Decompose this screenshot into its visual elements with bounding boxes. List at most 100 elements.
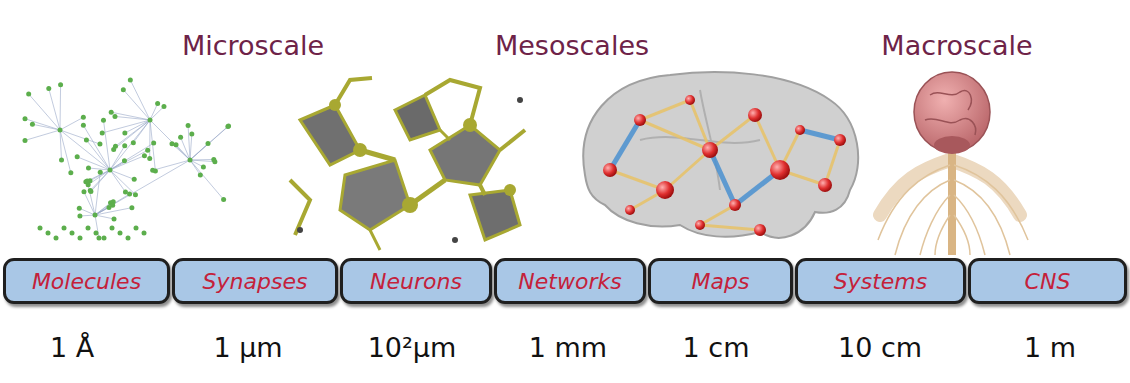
scale-box: Networks bbox=[494, 258, 646, 304]
scale-value: 1 Å bbox=[50, 332, 94, 363]
graph-link bbox=[114, 120, 150, 149]
graph-dot bbox=[102, 236, 107, 241]
graph-dot bbox=[68, 170, 73, 175]
graph-link bbox=[181, 137, 190, 160]
graph-link bbox=[60, 130, 100, 144]
graph-dot bbox=[189, 132, 194, 137]
scale-heading: Macroscale bbox=[881, 30, 1032, 61]
scale-value: 1 m bbox=[1024, 332, 1076, 363]
graph-link bbox=[77, 157, 110, 170]
graph-dot bbox=[226, 124, 231, 129]
graph-dot bbox=[112, 216, 117, 221]
graph-dot bbox=[23, 138, 28, 143]
graph-dot bbox=[147, 156, 152, 161]
graph-dot bbox=[59, 157, 64, 162]
graph-dot bbox=[155, 101, 160, 106]
graph-link bbox=[110, 146, 125, 170]
graph-dot bbox=[77, 214, 82, 219]
graph-dot bbox=[26, 92, 31, 97]
graph-dot bbox=[122, 131, 127, 136]
cns-figure bbox=[878, 72, 1028, 255]
graph-dot bbox=[126, 236, 131, 241]
graph-dot bbox=[121, 87, 126, 92]
brain-link bbox=[665, 150, 710, 190]
graph-dot bbox=[132, 177, 137, 182]
graph-dot bbox=[111, 147, 116, 152]
scale-value: 10²μm bbox=[368, 332, 457, 363]
graph-link bbox=[150, 104, 158, 120]
graph-dot bbox=[78, 236, 83, 241]
brain-link bbox=[800, 130, 840, 140]
scale-name: Maps bbox=[692, 269, 750, 294]
graph-dot bbox=[142, 153, 147, 158]
brain-link bbox=[710, 115, 755, 150]
graph-dot bbox=[134, 226, 139, 231]
graph-dot bbox=[96, 236, 101, 241]
graph-link bbox=[150, 106, 164, 120]
graph-link bbox=[88, 168, 110, 170]
graph-dot bbox=[84, 138, 89, 143]
graph-link bbox=[149, 120, 150, 158]
graph-dot bbox=[201, 164, 206, 169]
molecular-network bbox=[23, 78, 232, 241]
graph-dot bbox=[148, 118, 153, 123]
brain-node bbox=[729, 199, 741, 211]
graph-dot bbox=[127, 191, 132, 196]
graph-link bbox=[150, 120, 155, 171]
scale-name: Systems bbox=[834, 269, 928, 294]
graph-dot bbox=[58, 128, 63, 133]
graph-dot bbox=[212, 159, 217, 164]
graph-dot bbox=[108, 168, 113, 173]
graph-dot bbox=[46, 86, 51, 91]
brain-node bbox=[634, 114, 646, 126]
graph-dot bbox=[85, 178, 90, 183]
scale-box: CNS bbox=[968, 258, 1127, 304]
graph-dot bbox=[38, 226, 43, 231]
graph-dot bbox=[70, 231, 75, 236]
scale-name: Neurons bbox=[370, 269, 462, 294]
graph-dot bbox=[93, 213, 98, 218]
brain-node bbox=[748, 108, 762, 122]
scale-heading: Microscale bbox=[182, 30, 324, 61]
brain-link bbox=[825, 140, 840, 185]
graph-dot bbox=[75, 154, 80, 159]
brain-node bbox=[702, 142, 718, 158]
graph-dot bbox=[46, 231, 51, 236]
brain-link bbox=[700, 225, 760, 230]
scale-name: Synapses bbox=[203, 269, 308, 294]
brain-link bbox=[610, 120, 640, 170]
graph-dot bbox=[188, 158, 193, 163]
scale-box: Maps bbox=[648, 258, 793, 304]
graph-link bbox=[110, 161, 124, 170]
brain-node bbox=[754, 224, 766, 236]
graph-link bbox=[190, 160, 224, 200]
scale-box: Systems bbox=[795, 258, 966, 304]
graph-dot bbox=[97, 142, 102, 147]
brain-link bbox=[700, 205, 735, 225]
scale-value: 1 mm bbox=[529, 332, 607, 363]
graph-dot bbox=[151, 141, 156, 146]
graph-dot bbox=[94, 231, 99, 236]
brain-node bbox=[685, 95, 695, 105]
scale-value: 1 cm bbox=[683, 332, 750, 363]
graph-dot bbox=[81, 115, 86, 120]
graph-dot bbox=[101, 118, 106, 123]
graph-dot bbox=[109, 110, 114, 115]
brain-node bbox=[770, 160, 790, 180]
graph-dot bbox=[142, 231, 147, 236]
graph-dot bbox=[161, 104, 166, 109]
graph-link bbox=[190, 144, 208, 160]
graph-dot bbox=[100, 130, 105, 135]
brain-link bbox=[710, 150, 735, 205]
graph-link bbox=[60, 130, 62, 160]
brain-node bbox=[795, 125, 805, 135]
graph-link bbox=[110, 143, 154, 170]
graph-link bbox=[103, 120, 110, 170]
graph-dot bbox=[178, 135, 183, 140]
scale-name: CNS bbox=[1025, 269, 1071, 294]
graph-link bbox=[123, 90, 150, 120]
graph-dot bbox=[30, 122, 35, 127]
graph-dot bbox=[221, 197, 226, 202]
graph-link bbox=[60, 130, 110, 170]
graph-link bbox=[130, 80, 150, 120]
